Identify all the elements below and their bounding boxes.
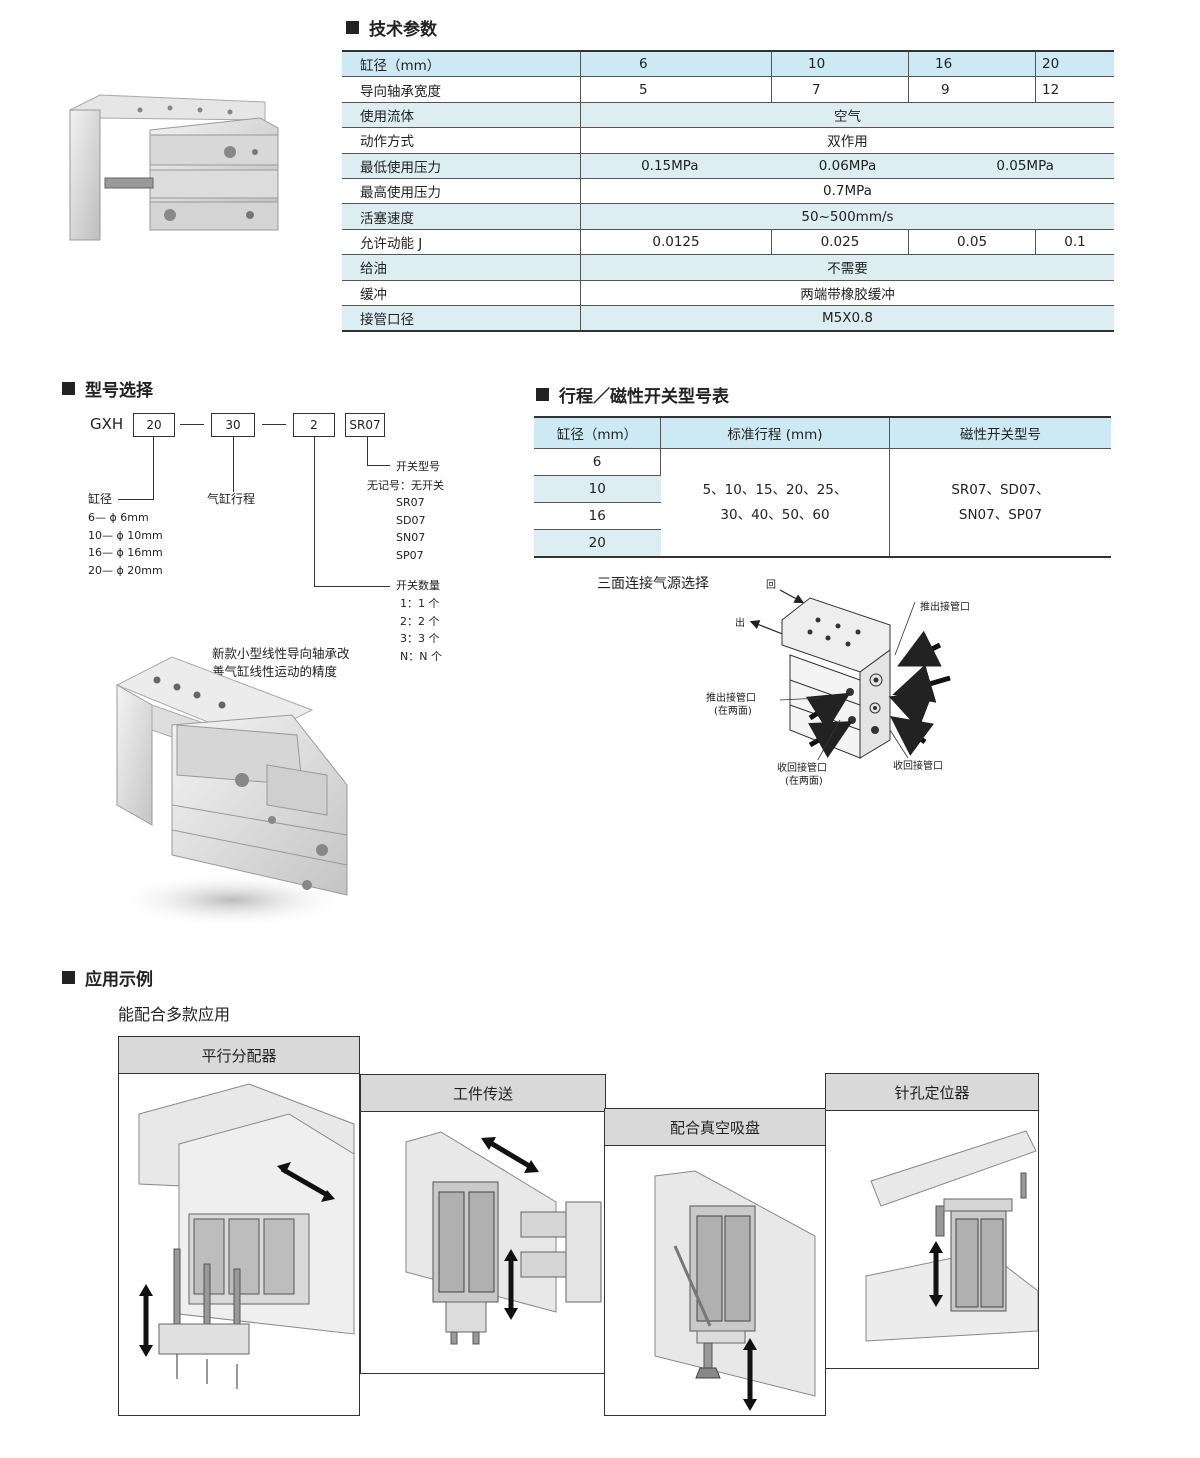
air-supply-title: 三面连接气源选择 bbox=[597, 576, 709, 592]
pin-locator-drawing bbox=[865, 1130, 1038, 1342]
spec-table: 缸径（mm） 6 10 16 20 导向轴承宽度 5 7 9 12 使用流体 空… bbox=[342, 50, 1114, 333]
stroke-table: 缸径（mm） 标准行程 (mm) 磁性开关型号 6 5、10、15、20、25、… bbox=[534, 416, 1111, 558]
model-switch-box: SR07 bbox=[345, 413, 385, 437]
stroke-section-title: 行程／磁性开关型号表 bbox=[536, 382, 729, 407]
out-label: 出 bbox=[735, 618, 745, 629]
stroke-row: 10 bbox=[534, 475, 1111, 503]
square-bullet-icon bbox=[62, 382, 75, 395]
bore-options: 6— ϕ 6mm 10— ϕ 10mm 16— ϕ 16mm 20— ϕ 20m… bbox=[88, 511, 163, 577]
app-panel-parallel-distributor: 平行分配器 bbox=[118, 1036, 360, 1416]
switch-none: 无记号：无开关 bbox=[367, 479, 444, 492]
push-port-both-label: 推出接管口 (在两面) bbox=[706, 693, 756, 717]
spec-row-port: 接管口径 M5X0.8 bbox=[342, 305, 1114, 333]
leader-line bbox=[233, 437, 234, 492]
product-photo-small bbox=[69, 94, 279, 241]
model-stroke-box: 30 bbox=[211, 413, 255, 437]
spec-row-energy: 允许动能 J 0.0125 0.025 0.05 0.1 bbox=[342, 229, 1114, 256]
square-bullet-icon bbox=[62, 971, 75, 984]
return-port-label: 收回接管口 bbox=[893, 761, 943, 772]
app-panel-vacuum-suction: 配合真空吸盘 bbox=[604, 1108, 826, 1416]
model-section-title: 型号选择 bbox=[62, 376, 153, 401]
qty-options: 1：1 个 2：2 个 3：3 个 N：N 个 bbox=[400, 597, 442, 663]
application-subtitle: 能配合多款应用 bbox=[118, 1005, 231, 1024]
air-supply-diagram bbox=[749, 589, 951, 760]
stroke-row: 20 bbox=[534, 529, 1111, 558]
product-note: 新款小型线性导向轴承改 善气缸线性运动的精度 bbox=[212, 646, 350, 679]
spec-row-speed: 活塞速度 50~500mm/s bbox=[342, 203, 1114, 230]
spec-row-cushion: 缓冲 两端带橡胶缓冲 bbox=[342, 280, 1114, 306]
spec-row-bearing: 导向轴承宽度 5 7 9 12 bbox=[342, 76, 1114, 103]
push-port-label: 推出接管口 bbox=[920, 602, 970, 613]
stroke-label: 气缸行程 bbox=[207, 492, 256, 506]
panel-title: 平行分配器 bbox=[119, 1037, 359, 1074]
spec-row-bore: 缸径（mm） 6 10 16 20 bbox=[342, 50, 1114, 78]
spec-row-fluid: 使用流体 空气 bbox=[342, 102, 1114, 129]
panel-title: 配合真空吸盘 bbox=[605, 1109, 825, 1146]
spec-section-title: 技术参数 bbox=[346, 15, 437, 40]
switch-label: 开关型号 bbox=[396, 460, 440, 473]
square-bullet-icon bbox=[346, 21, 359, 34]
bore-label: 缸径 bbox=[88, 492, 113, 506]
vacuum-suction-drawing bbox=[654, 1170, 816, 1411]
dash-line bbox=[262, 424, 286, 425]
stroke-header-row: 缸径（mm） 标准行程 (mm) 磁性开关型号 bbox=[534, 416, 1111, 449]
workpiece-transfer-drawing bbox=[405, 1131, 602, 1345]
model-qty-box: 2 bbox=[293, 413, 335, 437]
leader-line bbox=[118, 499, 154, 500]
app-panel-workpiece-transfer: 工件传送 bbox=[360, 1074, 606, 1374]
leader-line bbox=[367, 465, 390, 466]
spec-row-action: 动作方式 双作用 bbox=[342, 127, 1114, 154]
panel-title: 针孔定位器 bbox=[826, 1074, 1038, 1111]
spec-row-lubrication: 给油 不需要 bbox=[342, 254, 1114, 281]
dash-line bbox=[180, 424, 204, 425]
panel-title: 工件传送 bbox=[361, 1075, 605, 1112]
application-section-title: 应用示例 bbox=[62, 965, 153, 990]
model-bore-box: 20 bbox=[133, 413, 175, 437]
stroke-row: 6 5、10、15、20、25、 30、40、50、60 SR07、SD07、 … bbox=[534, 448, 1111, 558]
app-panel-pin-locator: 针孔定位器 bbox=[825, 1073, 1039, 1369]
leader-line bbox=[153, 437, 154, 500]
qty-label: 开关数量 bbox=[396, 579, 440, 592]
return-label: 回 bbox=[766, 580, 776, 591]
spec-row-max-pressure: 最高使用压力 0.7MPa bbox=[342, 178, 1114, 205]
spec-row-min-pressure: 最低使用压力 0.15MPa 0.06MPa 0.05MPa bbox=[342, 153, 1114, 179]
leader-line bbox=[314, 437, 315, 586]
parallel-distributor-drawing bbox=[138, 1083, 355, 1389]
product-photo-large bbox=[112, 656, 352, 928]
leader-line bbox=[367, 437, 368, 466]
square-bullet-icon bbox=[536, 388, 549, 401]
leader-line bbox=[314, 586, 390, 587]
model-prefix: GXH bbox=[90, 415, 124, 433]
stroke-row: 16 bbox=[534, 502, 1111, 530]
return-port-both-label: 收回接管口 (在两面) bbox=[777, 763, 827, 787]
switch-options: SR07 SD07 SN07 SP07 bbox=[396, 496, 426, 562]
